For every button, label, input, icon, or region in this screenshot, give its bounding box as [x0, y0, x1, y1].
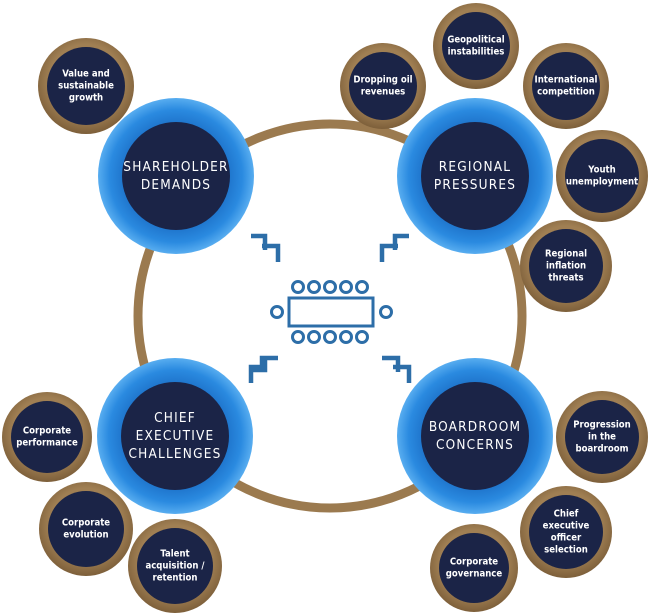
node-label-line: CONCERNS	[436, 437, 514, 453]
node-label-line: Geopolitical	[447, 35, 504, 46]
node-label-line: selection	[544, 545, 588, 556]
node-label-line: sustainable	[58, 81, 114, 92]
node-label-line: boardroom	[576, 444, 629, 455]
node-label-line: BOARDROOM	[429, 419, 521, 435]
satellite-core	[137, 528, 213, 604]
hub-chief: CHIEF EXECUTIVE CHALLENGES	[97, 358, 253, 514]
node-label-line: Regional	[545, 249, 587, 260]
satellite-core	[532, 52, 600, 120]
node-label-line: DEMANDS	[141, 177, 211, 193]
satellite-core	[349, 52, 417, 120]
satellite-core	[11, 401, 83, 473]
node-label-line: Chief	[554, 509, 579, 520]
hub-core	[122, 122, 230, 230]
node-label-line: CHALLENGES	[128, 446, 221, 462]
node-label-line: Talent	[160, 549, 189, 560]
node-label-line: competition	[537, 87, 595, 98]
node-label-line: Value and	[62, 69, 110, 80]
corner-brackets	[248, 233, 412, 383]
node-label-line: Corporate	[62, 518, 110, 529]
hub-core	[421, 122, 529, 230]
hub-nodes: SHAREHOLDER DEMANDS REGIONAL PRESSURES CHIEF…	[97, 98, 553, 514]
node-label-line: growth	[69, 93, 103, 104]
node-label-line: retention	[153, 573, 198, 584]
satellite-core	[47, 47, 125, 125]
node-label-line: CHIEF	[154, 410, 196, 426]
hub-boardroom: BOARDROOM CONCERNS	[397, 358, 553, 514]
connecting-ring	[133, 119, 527, 513]
node-label-line: REGIONAL	[439, 159, 511, 175]
satellite-core	[48, 491, 124, 567]
satellite-core	[565, 139, 639, 213]
node-label-line: EXECUTIVE	[136, 428, 215, 444]
node-label-line: threats	[548, 273, 583, 284]
node-label-line: officer	[551, 533, 582, 544]
bracket-bottom-left-icon	[248, 355, 278, 383]
node-label-line: instabilities	[448, 47, 505, 58]
bracket-top-right-icon	[379, 233, 409, 262]
node-label-line: International	[535, 75, 598, 86]
bracket-bottom-right-icon	[382, 355, 412, 383]
node-label-line: governance	[446, 569, 503, 580]
node-label-line: acquisition /	[145, 561, 205, 572]
hub-core	[121, 382, 229, 490]
node-label-line: Progression	[573, 420, 631, 431]
node-label-line: Corporate	[450, 557, 498, 568]
node-label-line: in the	[588, 432, 616, 443]
satellite-core	[565, 400, 639, 474]
node-label-line: PRESSURES	[434, 177, 516, 193]
node-label-line: unemployment	[566, 177, 638, 188]
boardroom-table-icon	[270, 280, 393, 344]
node-label-line: Youth	[587, 165, 615, 176]
node-label-line: evolution	[63, 530, 108, 541]
satellite-core	[529, 495, 603, 569]
hub-regional: REGIONAL PRESSURES	[397, 98, 553, 254]
hub-shareholder: SHAREHOLDER DEMANDS	[98, 98, 254, 254]
node-label-line: executive	[543, 521, 590, 532]
bracket-top-left-icon	[251, 233, 281, 262]
node-label-line: performance	[16, 438, 78, 449]
satellite-core	[439, 533, 509, 603]
satellite-core	[442, 12, 510, 80]
node-label-line: SHAREHOLDER	[123, 159, 228, 175]
node-label-line: inflation	[546, 261, 586, 272]
node-label-line: revenues	[361, 87, 405, 98]
node-label-line: Corporate	[23, 426, 71, 437]
node-label-line: Dropping oil	[353, 75, 412, 86]
hub-core	[421, 382, 529, 490]
satellite-core	[529, 229, 603, 303]
